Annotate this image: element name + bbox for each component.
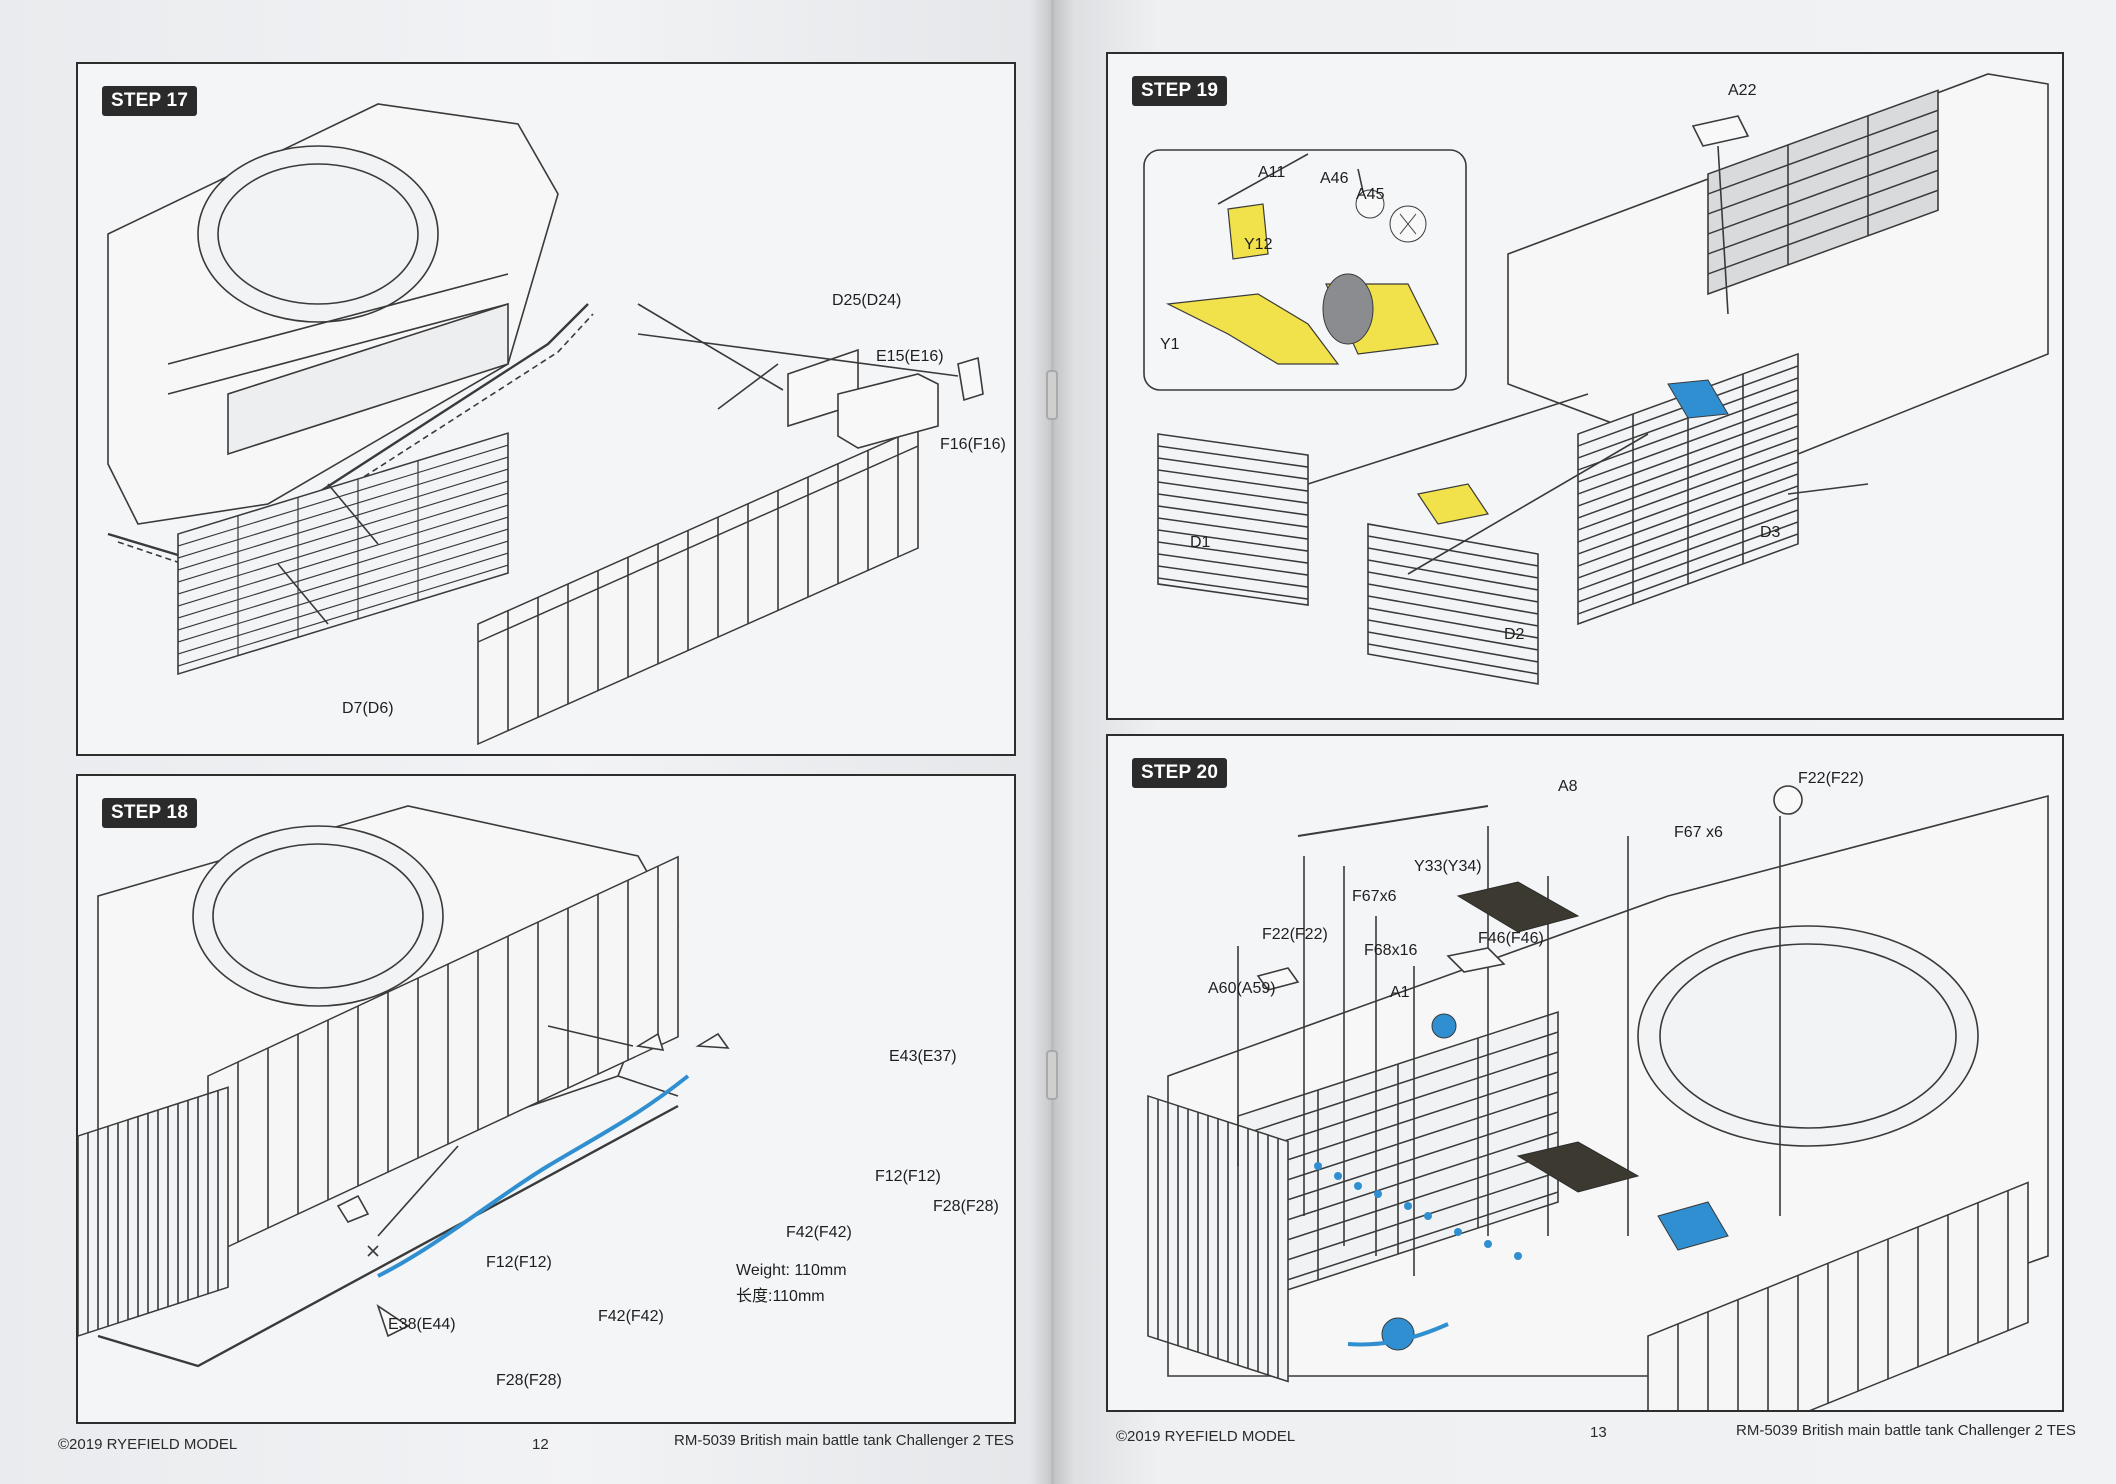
footer-right-page-number: 13: [1590, 1424, 1607, 1441]
part-label-d1: D1: [1190, 534, 1211, 551]
footer-left-title: RM-5039 British main battle tank Challen…: [674, 1432, 1014, 1449]
step-18-illustration: [78, 805, 730, 1368]
cable-length-note: 长度:110mm: [736, 1288, 825, 1305]
part-label-f22-left: F22(F22): [1262, 926, 1328, 943]
step-19-badge: STEP 19: [1132, 76, 1228, 106]
footer-left-copyright: ©2019 RYEFIELD MODEL: [58, 1436, 238, 1453]
part-label-y1: Y1: [1160, 336, 1180, 353]
part-label-a22: A22: [1728, 82, 1757, 99]
cable-weight-note: Weight: 110mm: [736, 1262, 847, 1279]
step-20-badge: STEP 20: [1132, 758, 1228, 788]
part-label-a1: A1: [1390, 984, 1410, 1001]
step-18-badge: STEP 18: [102, 798, 198, 828]
part-label-e15: E15(E16): [876, 348, 944, 365]
part-label-d25: D25(D24): [832, 292, 902, 309]
part-label-a8: A8: [1558, 778, 1578, 795]
step-20-illustration: [1147, 785, 2049, 1410]
footer-right-copyright: ©2019 RYEFIELD MODEL: [1116, 1428, 1296, 1445]
part-label-f67-right: F67 x6: [1674, 824, 1723, 841]
part-label-f12-right: F12(F12): [875, 1168, 941, 1185]
part-label-f68: F68x16: [1364, 942, 1418, 959]
part-label-a60: A60(A59): [1208, 980, 1276, 997]
part-label-d3: D3: [1760, 524, 1781, 541]
part-label-f42-right: F42(F42): [786, 1224, 852, 1241]
part-label-d2: D2: [1504, 626, 1525, 643]
part-label-f46: F46(F46): [1478, 930, 1544, 947]
part-label-f16: F16(F16): [940, 436, 1006, 453]
part-label-f28-right: F28(F28): [933, 1198, 999, 1215]
footer-left-page-number: 12: [532, 1436, 549, 1453]
part-label-a46: A46: [1320, 170, 1349, 187]
part-label-e38: E38(E44): [388, 1316, 456, 1333]
part-label-a45: A45: [1356, 186, 1385, 203]
step-17-panel: STEP 17 D25(D24) E15(E16) F16(F16) D7(D6…: [76, 62, 1016, 756]
step-20-panel: STEP 20 A8 F22(F22) F67 x6 Y33(Y34) F67x…: [1106, 734, 2064, 1412]
binding-gutter: [1030, 0, 1074, 1484]
part-label-y33: Y33(Y34): [1414, 858, 1482, 875]
part-label-f42-left: F42(F42): [598, 1308, 664, 1325]
step-17-badge: STEP 17: [102, 86, 198, 116]
step-19-panel: STEP 19 A22 A11 A46 A45 Y12 Y1 D1 D2 D3: [1106, 52, 2064, 720]
part-label-a11: A11: [1258, 164, 1286, 181]
part-label-f22-top: F22(F22): [1798, 770, 1864, 787]
step-19-illustration: [1143, 73, 2049, 685]
staple: [1046, 370, 1058, 420]
part-label-e43: E43(E37): [889, 1048, 957, 1065]
part-label-y12: Y12: [1244, 236, 1273, 253]
part-label-f28-left: F28(F28): [496, 1372, 562, 1389]
part-label-d7: D7(D6): [342, 700, 394, 717]
step-18-panel: STEP 18 E43(E37) F12(F12) F28(F28) F42(F…: [76, 774, 1016, 1424]
footer-right-title: RM-5039 British main battle tank Challen…: [1736, 1422, 2076, 1439]
staple: [1046, 1050, 1058, 1100]
part-label-f12-left: F12(F12): [486, 1254, 552, 1271]
part-label-f67-left: F67x6: [1352, 888, 1397, 905]
step-17-illustration: [107, 103, 984, 746]
